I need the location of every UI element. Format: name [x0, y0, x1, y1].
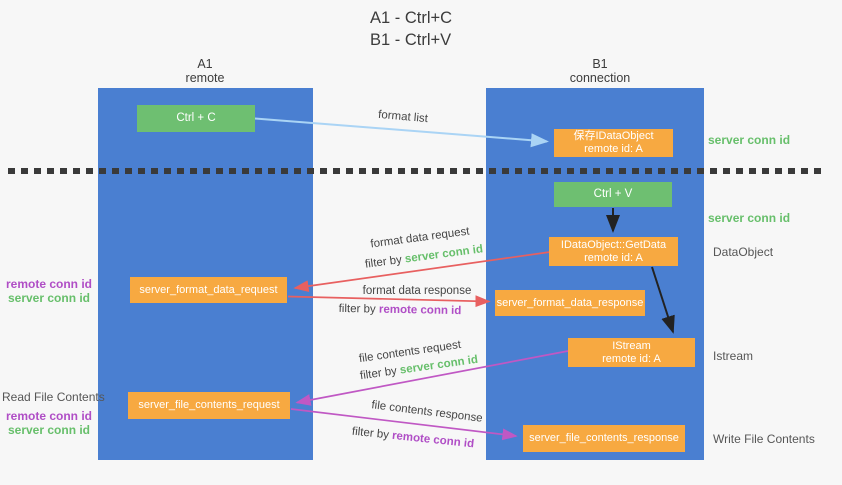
istream-line1: IStream: [612, 339, 651, 352]
write-file-contents-annotation: Write File Contents: [713, 432, 815, 446]
read-file-contents-annotation: Read File Contents: [2, 390, 105, 404]
diagram-title: A1 - Ctrl+C B1 - Ctrl+V: [370, 7, 452, 51]
server-conn-id-text: server conn id: [404, 243, 484, 266]
left-conn-id-annotation-lower: remote conn id server conn id: [2, 409, 96, 437]
dataobject-annotation: DataObject: [713, 245, 774, 259]
istream-line2: remote id: A: [602, 352, 661, 365]
copy-paste-separator-line: [8, 168, 824, 174]
filter-by-text: filter by: [359, 364, 401, 383]
right-column-role: connection: [569, 71, 631, 85]
right-column-id: B1: [592, 57, 608, 71]
server-conn-id-annotation: server conn id: [7, 422, 91, 437]
server-conn-id-annotation-top: server conn id: [708, 133, 791, 147]
server-format-data-response-label: server_format_data_response: [496, 296, 644, 309]
server-format-data-response-node: server_format_data_response: [495, 290, 645, 316]
format-data-response-arrow: [287, 295, 491, 308]
ctrl-v-label: Ctrl + V: [593, 188, 633, 200]
server-file-contents-response-label: server_file_contents_response: [529, 432, 679, 444]
filter-by-text: filter by: [338, 302, 380, 316]
remote-conn-id-annotation: remote conn id: [5, 409, 92, 423]
server-conn-id-annotation: server conn id: [7, 290, 91, 305]
filter-by-text: filter by: [351, 425, 393, 442]
format-list-label: format list: [377, 108, 429, 126]
format-data-response-label: format data response: [362, 285, 472, 297]
ctrl-c-node: Ctrl + C: [137, 105, 255, 132]
idataobject-getdata-node: IDataObject::GetData remote id: A: [549, 237, 678, 266]
file-contents-response-label: file contents response: [370, 399, 484, 425]
ctrl-c-label: Ctrl + C: [176, 112, 216, 124]
left-column-header: A1 remote: [150, 57, 260, 85]
server-format-data-request-node: server_format_data_request: [130, 277, 287, 303]
getdata-line2: remote id: A: [584, 251, 643, 264]
title-line-1: A1 - Ctrl+C: [370, 9, 453, 27]
title-line-2: B1 - Ctrl+V: [370, 31, 452, 49]
remote-conn-id-text: remote conn id: [378, 303, 462, 318]
server-file-contents-response-node: server_file_contents_response: [523, 425, 685, 452]
getdata-line1: IDataObject::GetData: [560, 238, 667, 251]
server-conn-id-annotation-mid: server conn id: [708, 211, 791, 225]
filter-by-text: filter by: [364, 253, 406, 271]
saved-dataobject-node: 保存IDataObject remote id: A: [554, 129, 673, 157]
server-file-contents-request-label: server_file_contents_request: [138, 399, 280, 411]
saved-dataobject-line2: remote id: A: [584, 143, 643, 155]
remote-conn-id-annotation: remote conn id: [5, 277, 92, 291]
saved-dataobject-line1: 保存IDataObject: [573, 130, 654, 142]
istream-node: IStream remote id: A: [568, 338, 695, 367]
server-format-data-request-label: server_format_data_request: [139, 283, 278, 296]
filter-by-remote-conn-id-label-1: filter by remote conn id: [339, 303, 462, 317]
left-column-role: remote: [185, 71, 225, 85]
right-column-header: B1 connection: [545, 57, 655, 85]
filter-by-remote-conn-id-label-2: filter by remote conn id: [351, 426, 474, 451]
istream-annotation: Istream: [713, 349, 754, 363]
server-file-contents-request-node: server_file_contents_request: [128, 392, 290, 419]
left-column-id: A1: [197, 57, 213, 71]
left-conn-id-annotation-upper: remote conn id server conn id: [2, 277, 96, 305]
ctrl-v-node: Ctrl + V: [554, 182, 672, 207]
remote-conn-id-text: remote conn id: [391, 429, 475, 451]
